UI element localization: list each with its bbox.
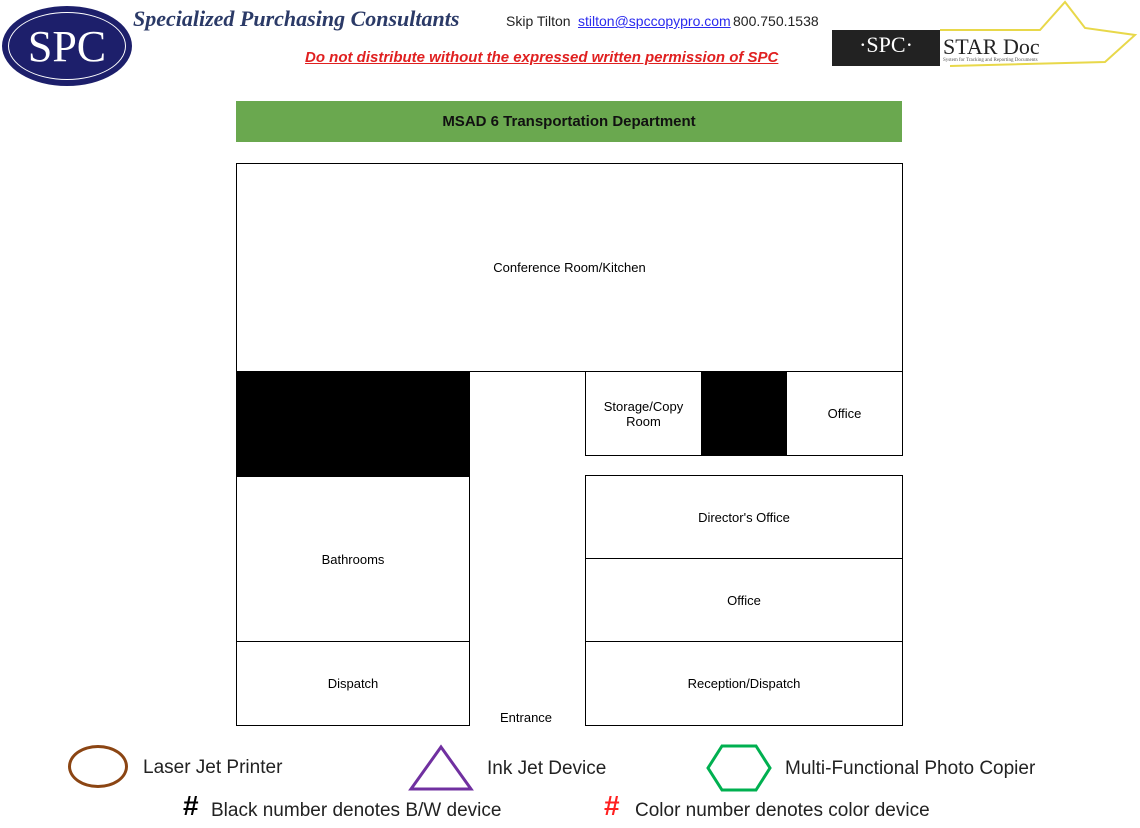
room-storage: Storage/Copy Room xyxy=(585,371,702,456)
room-bathrooms: Bathrooms xyxy=(236,476,470,642)
entrance-label: Entrance xyxy=(500,710,553,725)
blocked-area-right xyxy=(701,371,787,456)
legend-color: Color number denotes color device xyxy=(635,800,930,821)
blocked-area-left xyxy=(236,371,470,477)
stardoc-tagline: System for Tracking and Reporting Docume… xyxy=(943,58,1038,63)
room-conference: Conference Room/Kitchen xyxy=(236,163,903,372)
mfp-hexagon-icon xyxy=(706,744,772,792)
room-office-top: Office xyxy=(786,371,903,456)
stardoc-spc: ·SPC· xyxy=(832,30,940,66)
room-directors: Director's Office xyxy=(585,475,903,559)
legend-laser: Laser Jet Printer xyxy=(143,757,283,778)
email-link[interactable]: stilton@spccopypro.com xyxy=(578,13,731,29)
distribution-warning: Do not distribute without the expressed … xyxy=(305,49,779,66)
star-outline-icon xyxy=(940,0,1138,67)
room-dispatch: Dispatch xyxy=(236,641,470,726)
room-reception: Reception/Dispatch xyxy=(585,641,903,726)
stardoc-title: STAR Doc xyxy=(943,34,1040,59)
contact-name: Skip Tilton xyxy=(506,13,571,29)
stardoc-logo: ·SPC· STAR Doc System for Tracking and R… xyxy=(830,0,1140,75)
inkjet-triangle-icon xyxy=(408,744,474,791)
company-name: Specialized Purchasing Consultants xyxy=(133,6,460,31)
spc-logo: SPC xyxy=(2,6,132,86)
room-office-mid: Office xyxy=(585,558,903,642)
legend-mfp: Multi-Functional Photo Copier xyxy=(785,758,1036,779)
bw-number-symbol: # xyxy=(183,790,199,821)
page-title: MSAD 6 Transportation Department xyxy=(236,101,902,142)
color-number-symbol: # xyxy=(604,790,620,821)
phone: 800.750.1538 xyxy=(733,13,819,29)
legend-inkjet: Ink Jet Device xyxy=(487,758,607,779)
legend-bw: Black number denotes B/W device xyxy=(211,800,502,821)
laser-printer-icon xyxy=(68,745,128,788)
